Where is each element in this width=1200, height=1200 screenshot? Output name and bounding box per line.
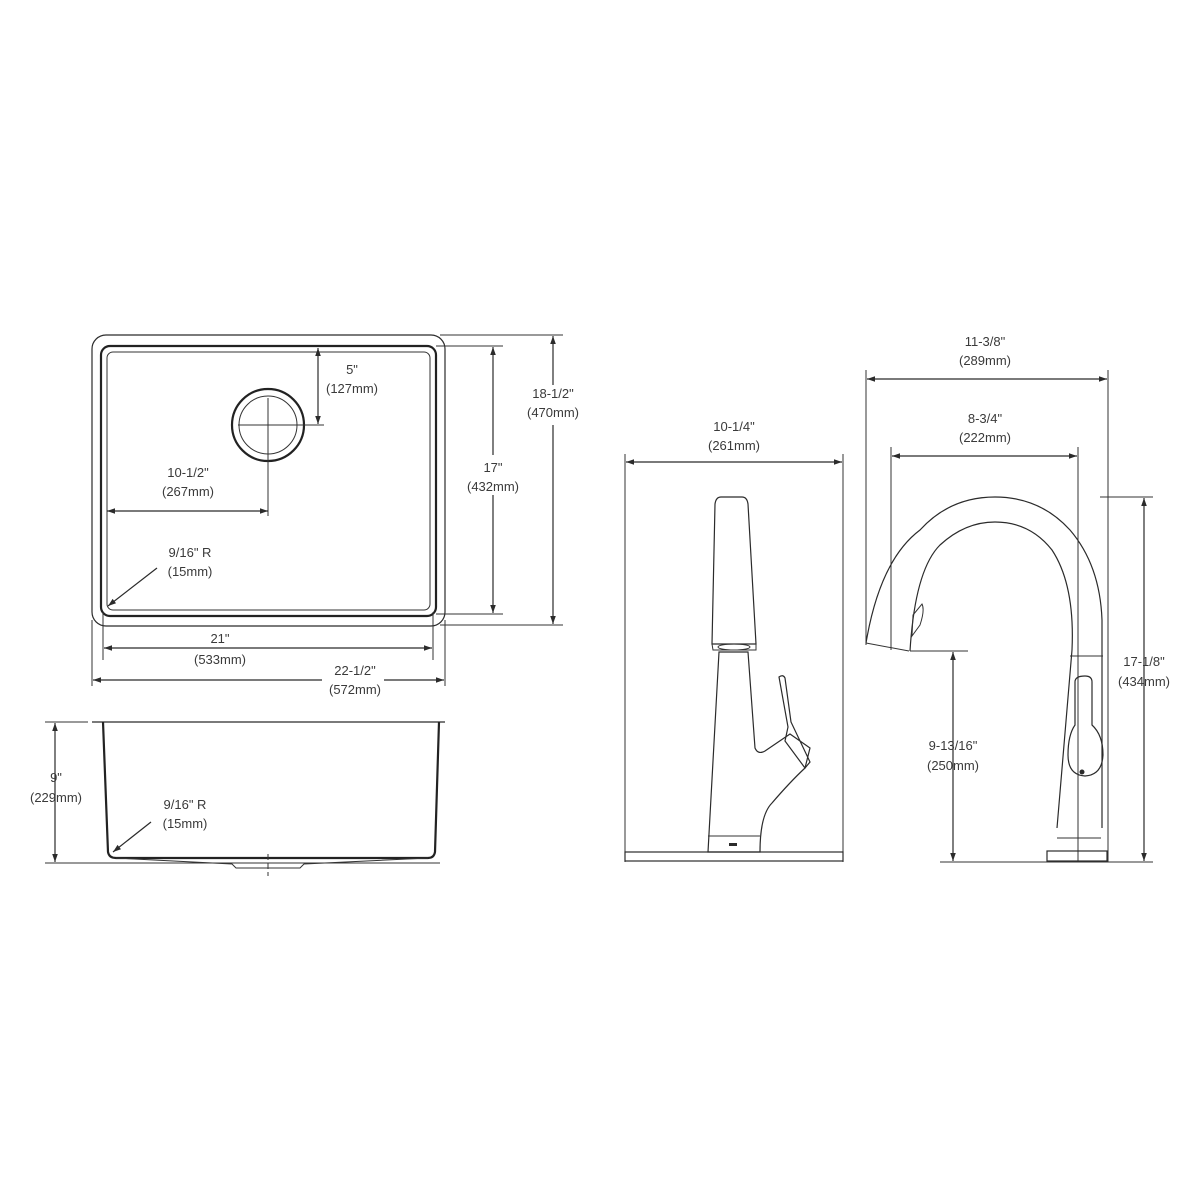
overall-reach-mm-label: (289mm) xyxy=(959,353,1011,368)
corner-radius-inch-label: 9/16" R xyxy=(169,545,212,560)
inner-depth-mm-label: (432mm) xyxy=(467,479,519,494)
inner-depth-inch-label: 17" xyxy=(483,460,502,475)
side-radius-inch-label: 9/16" R xyxy=(164,797,207,812)
faucet-handle xyxy=(778,675,811,769)
faucet-spout-arc xyxy=(865,496,1103,828)
dimension-labels: 5" (127mm) 10-1/2" (267mm) 9/16" R (15mm… xyxy=(30,334,1170,831)
faucet-body xyxy=(707,651,811,853)
sink-bowl-inner xyxy=(106,351,431,611)
faucet-side-view xyxy=(865,370,1153,863)
side-radius-mm-label: (15mm) xyxy=(163,816,208,831)
faucet-front-view xyxy=(624,454,844,862)
faucet-width-inch-label: 10-1/4" xyxy=(713,419,755,434)
corner-radius-leader xyxy=(107,567,158,607)
sink-outer-rim xyxy=(91,334,446,627)
faucet-side-base xyxy=(1046,850,1108,862)
spout-reach-mm-label: (222mm) xyxy=(959,430,1011,445)
inner-width-mm-label: (533mm) xyxy=(194,652,246,667)
sink-side-profile xyxy=(101,721,441,860)
sink-bowl-edge xyxy=(99,344,438,618)
outer-width-mm-label: (572mm) xyxy=(329,682,381,697)
bowl-depth-mm-label: (229mm) xyxy=(30,790,82,805)
corner-radius-mm-label: (15mm) xyxy=(168,564,213,579)
drain-top-mm-label: (127mm) xyxy=(326,381,378,396)
inner-width-inch-label: 21" xyxy=(210,631,229,646)
faucet-deck-plate xyxy=(624,851,844,862)
sink-top-view xyxy=(91,334,563,686)
faucet-width-mm-label: (261mm) xyxy=(708,438,760,453)
faucet-side-handle xyxy=(1067,675,1104,777)
sink-side-view xyxy=(45,721,445,876)
drain-left-mm-label: (267mm) xyxy=(162,484,214,499)
outer-depth-inch-label: 18-1/2" xyxy=(532,386,574,401)
overall-height-mm-label: (434mm) xyxy=(1118,674,1170,689)
spout-height-inch-label: 9-13/16" xyxy=(929,738,978,753)
overall-reach-inch-label: 11-3/8" xyxy=(965,334,1006,349)
spout-height-mm-label: (250mm) xyxy=(927,758,979,773)
drain-icon xyxy=(230,387,324,516)
faucet-spray-head xyxy=(711,496,757,645)
spout-reach-inch-label: 8-3/4" xyxy=(968,411,1003,426)
bowl-depth-inch-label: 9" xyxy=(50,770,62,785)
overall-height-inch-label: 17-1/8" xyxy=(1123,654,1165,669)
drain-left-inch-label: 10-1/2" xyxy=(167,465,209,480)
drain-top-inch-label: 5" xyxy=(346,362,358,377)
outer-depth-mm-label: (470mm) xyxy=(527,405,579,420)
outer-width-inch-label: 22-1/2" xyxy=(334,663,376,678)
side-corner-radius-leader xyxy=(112,821,152,853)
